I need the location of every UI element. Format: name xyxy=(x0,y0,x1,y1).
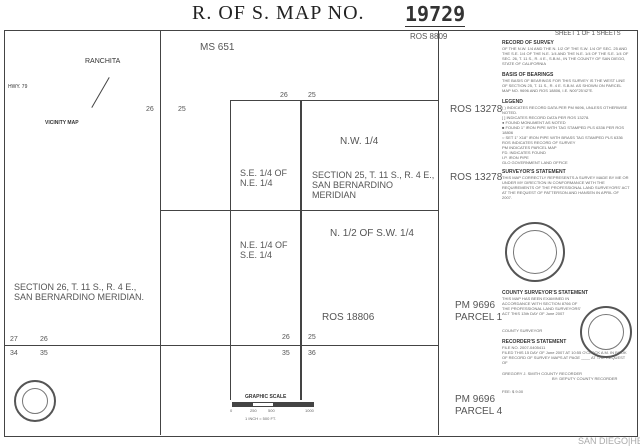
scale-note: 1 INCH = 500 FT. xyxy=(245,416,277,421)
legend-item: PM INDICATES PARCEL MAP xyxy=(502,145,557,150)
recorder-title: RECORDER'S STATEMENT xyxy=(502,339,567,345)
file-number: FILE NO. 2007-0405411 xyxy=(502,345,546,350)
corner-number: 27 xyxy=(10,336,18,343)
label-pm9696-a: PM 9696 xyxy=(455,300,496,311)
map-frame xyxy=(4,30,638,437)
label-ros18806: ROS 18806 xyxy=(322,312,375,323)
legend-item: GLO GOVERNMENT LAND OFFICE xyxy=(502,160,568,165)
county-text: THIS MAP HAS BEEN EXAMINED IN ACCORDANCE… xyxy=(502,296,581,316)
label-nw-quarter: N.W. 1/4 xyxy=(340,136,379,147)
legend-item: I.P. IRON PIPE xyxy=(502,155,529,160)
corner-number: 35 xyxy=(40,350,48,357)
basis-text: THE BASIS OF BEARINGS FOR THIS SURVEY IS… xyxy=(502,78,625,93)
county-title: COUNTY SURVEYOR'S STATEMENT xyxy=(502,290,589,296)
label-parcel4: PARCEL 4 xyxy=(455,406,503,417)
map-number: 19729 xyxy=(405,2,466,27)
label-ros8809: ROS 8809 xyxy=(410,32,448,41)
label-ne-se: N.E. 1/4 OF S.E. 1/4 xyxy=(240,240,288,260)
scale-tick: 1000 xyxy=(305,408,314,413)
county-surveyor-seal xyxy=(580,306,632,358)
label-pm9696-b: PM 9696 xyxy=(455,394,496,405)
corner-number: 26 xyxy=(40,336,48,343)
fee: FEE: $ 9.00 xyxy=(502,389,524,394)
label-se-ne: S.E. 1/4 OF N.E. 1/4 xyxy=(240,168,288,188)
corner-number: 25 xyxy=(308,334,316,341)
corner-number: 26 xyxy=(282,334,290,341)
label-parcel1: PARCEL 1 xyxy=(455,312,503,323)
surveyor-seal xyxy=(14,380,56,422)
legend-item: [ ] INDICATES RECORD DATA PER ROS 13278. xyxy=(502,115,590,120)
scale-tick: 250 xyxy=(250,408,257,413)
label-hwy79: HWY. 79 xyxy=(8,84,28,90)
legend-item: ( ) INDICATES RECORD DATA PER PM 9696, U… xyxy=(502,105,628,115)
corner-number: 34 xyxy=(10,350,18,357)
surveyor-license-seal xyxy=(505,222,565,282)
legend-item: ○ SET 1" X18" IRON PIPE WITH BRASS TAG S… xyxy=(502,135,623,140)
scale-title: GRAPHIC SCALE xyxy=(245,394,287,400)
surveyor-text: THIS MAP CORRECTLY REPRESENTS A SURVEY M… xyxy=(502,175,630,200)
label-ros13278-b: ROS 13278 xyxy=(450,172,503,183)
label-ms651: MS 651 xyxy=(200,42,235,53)
filed-text: FILED THIS 15 DAY OF June 2007 AT 10:55 … xyxy=(502,350,627,365)
record-text: OF THE N.W. 1/4 AND THE N. 1/2 OF THE S.… xyxy=(502,46,629,66)
legend-title: LEGEND xyxy=(502,99,523,105)
corner-number: 35 xyxy=(282,350,290,357)
legend-item: ● FOUND MONUMENT AS NOTED xyxy=(502,120,566,125)
scale-tick: 0 xyxy=(230,408,233,413)
legend-item: ROS INDICATES RECORD OF SURVEY xyxy=(502,140,576,145)
label-ros13278-a: ROS 13278 xyxy=(450,104,503,115)
corner-number: 25 xyxy=(308,92,316,99)
corner-number: 26 xyxy=(146,106,154,113)
corner-number: 25 xyxy=(178,106,186,113)
label-n-half-sw: N. 1/2 OF S.W. 1/4 xyxy=(330,228,414,239)
watermark: SAN DIEGO|HEA xyxy=(578,436,640,446)
corner-number: 26 xyxy=(280,92,288,99)
scale-bar xyxy=(232,402,314,407)
surveyor-title: SURVEYOR'S STATEMENT xyxy=(502,169,566,175)
label-vicinity-map: VICINITY MAP xyxy=(45,120,79,126)
record-title: RECORD OF SURVEY xyxy=(502,40,554,46)
deputy-label: BY: DEPUTY COUNTY RECORDER xyxy=(552,376,618,381)
map-title: R. OF S. MAP NO. xyxy=(192,2,365,24)
label-section-26: SECTION 26, T. 11 S., R. 4 E., SAN BERNA… xyxy=(14,282,145,302)
legend-item: FD. INDICATES FOUND xyxy=(502,150,546,155)
sheet-label: SHEET 1 OF 1 SHEETS xyxy=(555,31,621,37)
legend-item: ■ FOUND 1" IRON PIPE WITH TAG STAMPED PL… xyxy=(502,125,625,135)
scale-tick: 500 xyxy=(268,408,275,413)
corner-number: 36 xyxy=(308,350,316,357)
recorder-name: GREGORY J. SMITH COUNTY RECORDER xyxy=(502,371,583,376)
basis-title: BASIS OF BEARINGS xyxy=(502,72,554,78)
label-section-25: SECTION 25, T. 11 S., R. 4 E., SAN BERNA… xyxy=(312,170,435,200)
county-signature-label: COUNTY SURVEYOR xyxy=(502,328,543,333)
label-ranchita: RANCHITA xyxy=(85,58,121,65)
